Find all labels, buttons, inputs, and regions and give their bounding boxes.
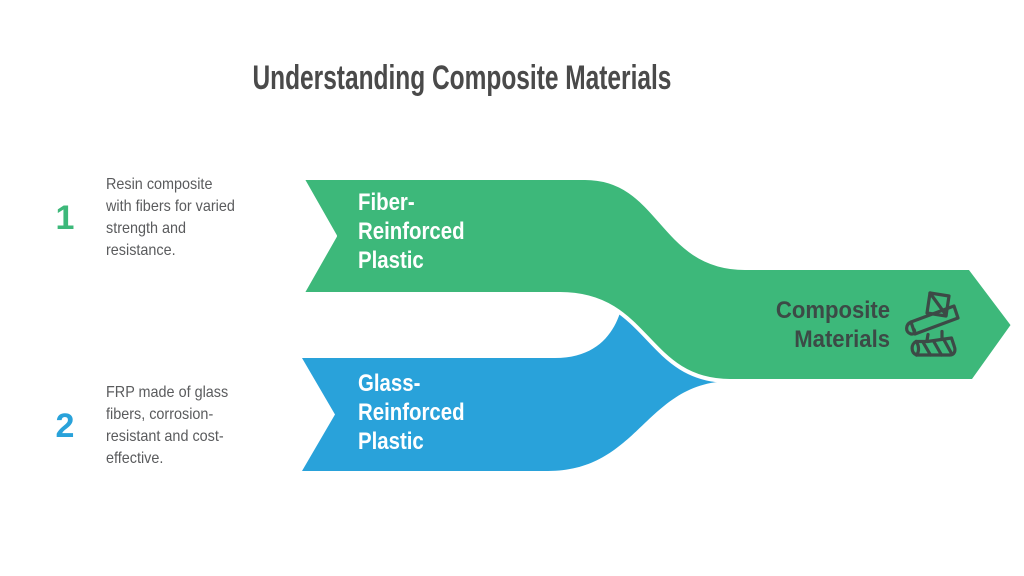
step-description-1: Resin composite with fibers for varied s… [106,176,235,259]
cast-icon-boot-wraps [921,337,953,357]
cast-icon-ribbon-curl [905,320,917,336]
step-description-2: FRP made of glass fibers, corrosion- res… [106,384,229,467]
cast-icon-ribbon [909,304,960,336]
result-label: Composite Materials [775,297,890,353]
step-number-2: 2 [55,407,75,445]
step-number-1: 1 [55,199,75,237]
fiber-band-arrow [300,176,1015,383]
page-title-text: Understanding Composite Materials [252,59,672,97]
glass-band-label: Glass- Reinforced Plastic [358,370,465,455]
cast-icon-boot-toe [914,339,921,357]
fiberglass-cast-icon [905,291,960,357]
cast-icon-boot [910,336,957,357]
page-title: Understanding Composite Materials [0,58,924,105]
fiber-band-label: Fiber- Reinforced Plastic [358,189,465,274]
cast-icon-leg [925,329,944,343]
